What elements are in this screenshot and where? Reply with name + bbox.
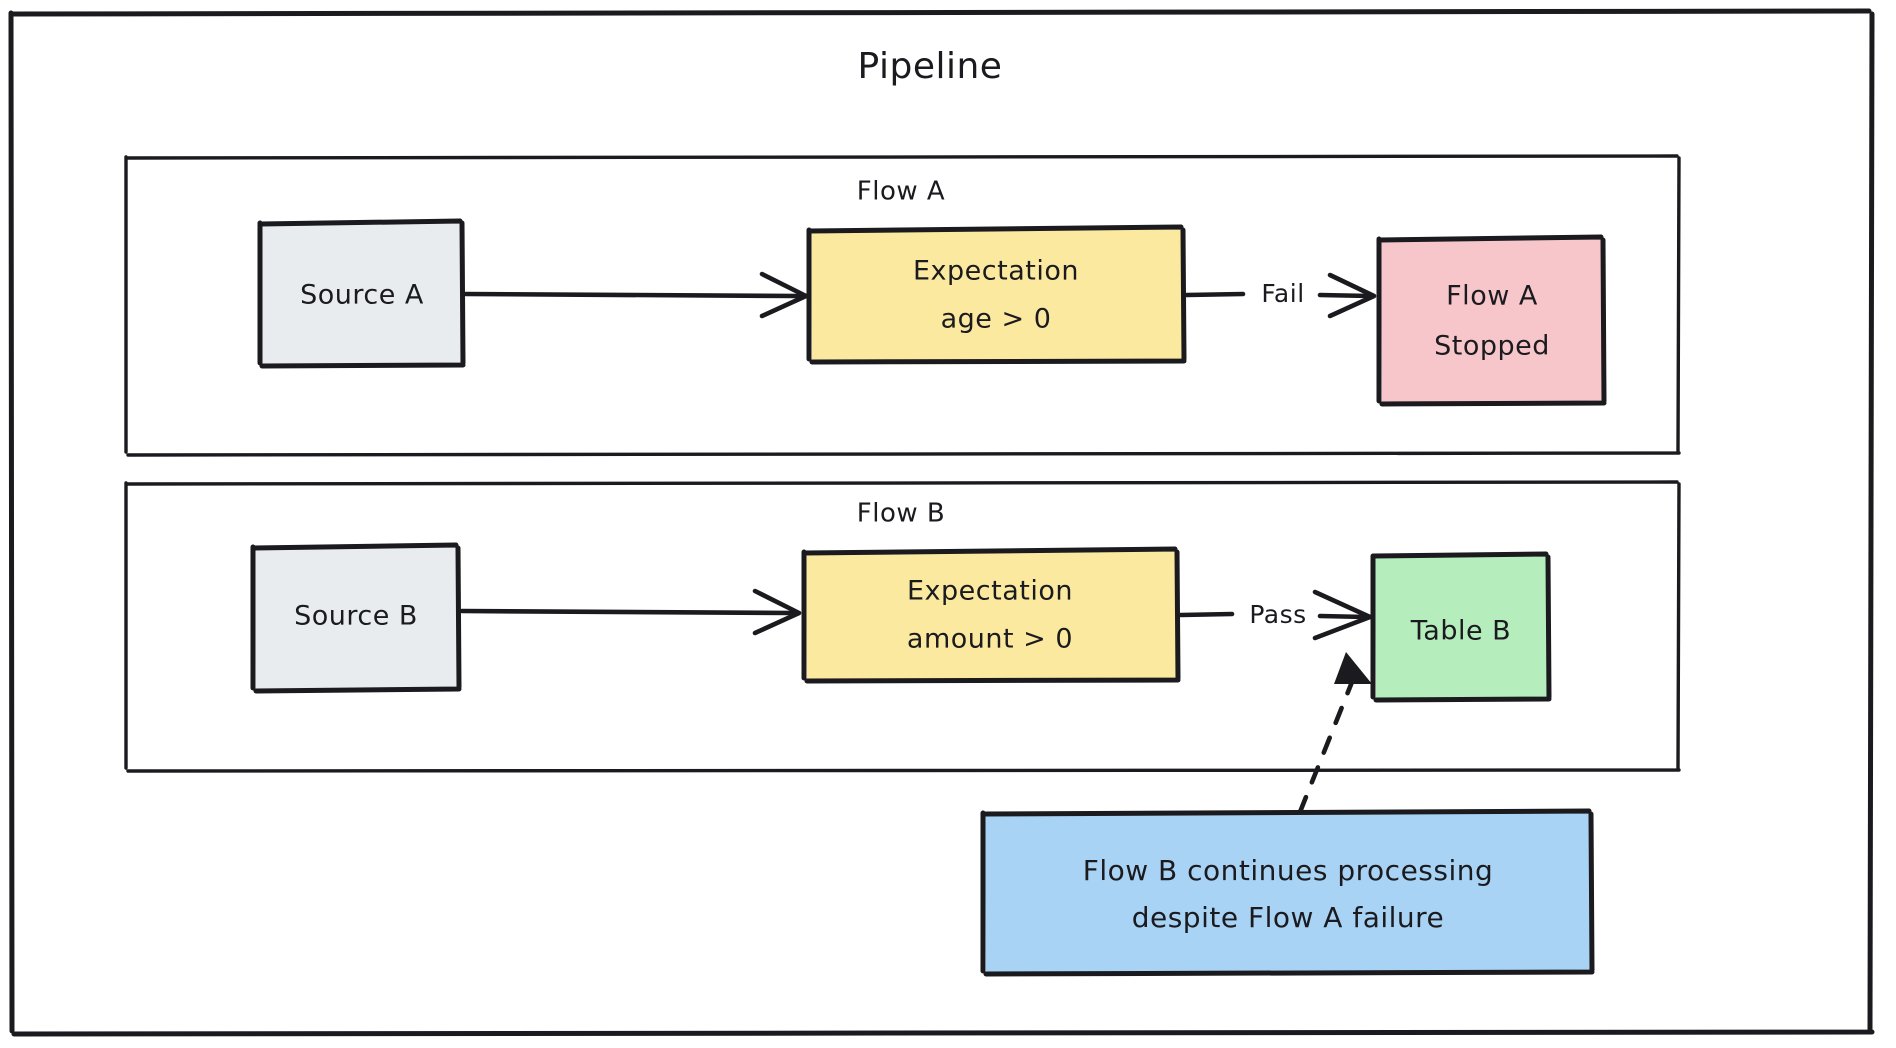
node-expectation-b-fill [806, 549, 1178, 681]
node-table-b-label: Table B [1410, 616, 1511, 647]
edge-note-to-table-b [1297, 652, 1372, 815]
note-line1: Flow B continues processing [1083, 854, 1494, 887]
note-flow-b-continues: Flow B continues processing despite Flow… [980, 808, 1595, 977]
node-source-b[interactable]: Source B [250, 542, 462, 694]
node-source-b-label: Source B [294, 601, 418, 632]
edge-source-a-to-expectation-a [463, 271, 809, 319]
node-expectation-a-line2: age > 0 [941, 304, 1052, 335]
edge-fail [1184, 272, 1377, 319]
node-source-a[interactable]: Source A [257, 218, 466, 369]
edge-note-arrowhead [1334, 652, 1372, 684]
page-title: Pipeline [858, 46, 1003, 87]
edge-label-fail: Fail [1261, 279, 1304, 308]
note-line2: despite Flow A failure [1132, 901, 1445, 934]
node-table-b-fill [1375, 554, 1549, 700]
node-flow-a-stopped[interactable]: Flow A Stopped [1376, 234, 1607, 407]
node-expectation-a-fill [811, 227, 1184, 362]
group-label-flow-b: Flow B [857, 499, 945, 529]
group-label-flow-a: Flow A [857, 177, 945, 207]
node-flow-a-stopped-line2: Stopped [1434, 331, 1550, 362]
node-source-a-label: Source A [300, 280, 424, 311]
node-expectation-b[interactable]: Expectation amount > 0 [801, 546, 1181, 684]
node-flow-a-stopped-line1: Flow A [1446, 281, 1538, 312]
node-expectation-b-line2: amount > 0 [907, 624, 1073, 655]
node-expectation-a-line1: Expectation [913, 256, 1079, 287]
node-flow-a-stopped-fill [1381, 237, 1604, 404]
node-expectation-a[interactable]: Expectation age > 0 [806, 224, 1187, 365]
node-source-b-fill [255, 545, 459, 691]
node-table-b[interactable]: Table B [1370, 551, 1552, 703]
node-expectation-b-line1: Expectation [907, 576, 1073, 607]
node-source-a-fill [261, 221, 463, 366]
note-fill [985, 811, 1592, 974]
group-flow-a [124, 154, 1681, 457]
edge-label-pass: Pass [1249, 600, 1306, 629]
edge-pass [1178, 589, 1373, 641]
group-flow-b [124, 480, 1681, 773]
edge-source-b-to-expectation-b [459, 588, 802, 636]
pipeline-frame [8, 8, 1875, 1037]
